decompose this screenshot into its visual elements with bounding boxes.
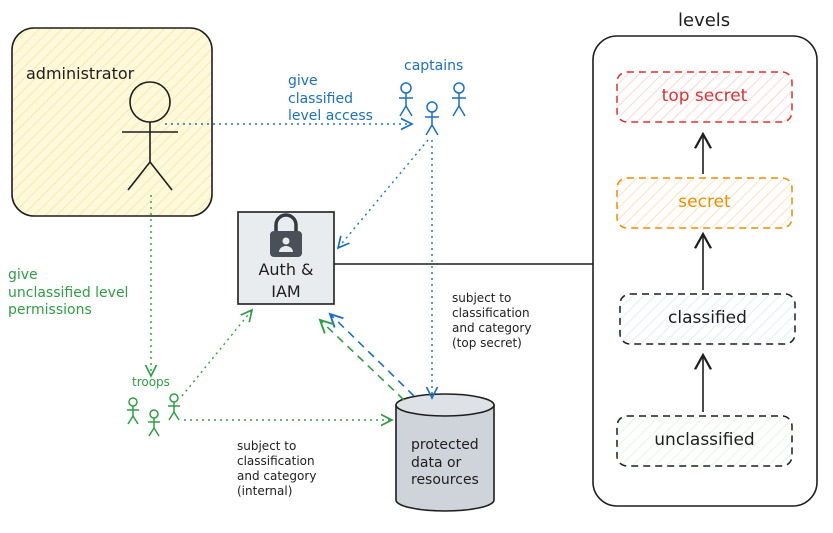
give-unclassified-annotation: give unclassified level permissions — [8, 267, 129, 318]
level-box-top-secret — [616, 71, 793, 123]
troops-to-auth-arrow — [181, 310, 252, 397]
troops-label: troops — [132, 375, 170, 389]
captains-label: captains — [404, 58, 464, 74]
database-cylinder — [395, 393, 495, 512]
levels-container — [592, 35, 818, 507]
administrator-figure — [122, 81, 178, 191]
level-label-unclassified: unclassified — [654, 430, 755, 450]
auth-line1-label: Auth & — [258, 260, 314, 279]
database-label: protected data or resources — [411, 437, 479, 488]
lock-icon — [270, 213, 302, 257]
internal-subject-annotation: subject to classification and category (… — [237, 439, 317, 498]
captains-to-auth-arrow — [338, 139, 429, 248]
administrator-box — [11, 27, 213, 217]
top-secret-subject-annotation: subject to classification and category (… — [452, 291, 532, 350]
level-label-secret: secret — [678, 192, 731, 212]
give-classified-annotation: give classified level access — [288, 73, 373, 124]
administrator-label: administrator — [26, 64, 135, 83]
level-box-secret — [616, 177, 793, 229]
database-to-auth-blue-arrow — [330, 314, 415, 397]
level-box-unclassified — [616, 415, 793, 467]
level-label-classified: classified — [668, 308, 747, 328]
database-to-auth-green-arrow — [320, 320, 405, 401]
troops-figures — [127, 393, 180, 437]
captains-figures — [399, 82, 466, 136]
auth-iam-box — [237, 211, 335, 305]
levels-title: levels — [678, 10, 731, 31]
level-box-classified — [619, 293, 796, 345]
auth-line2-label: IAM — [271, 282, 301, 301]
level-label-top-secret: top secret — [661, 86, 748, 106]
